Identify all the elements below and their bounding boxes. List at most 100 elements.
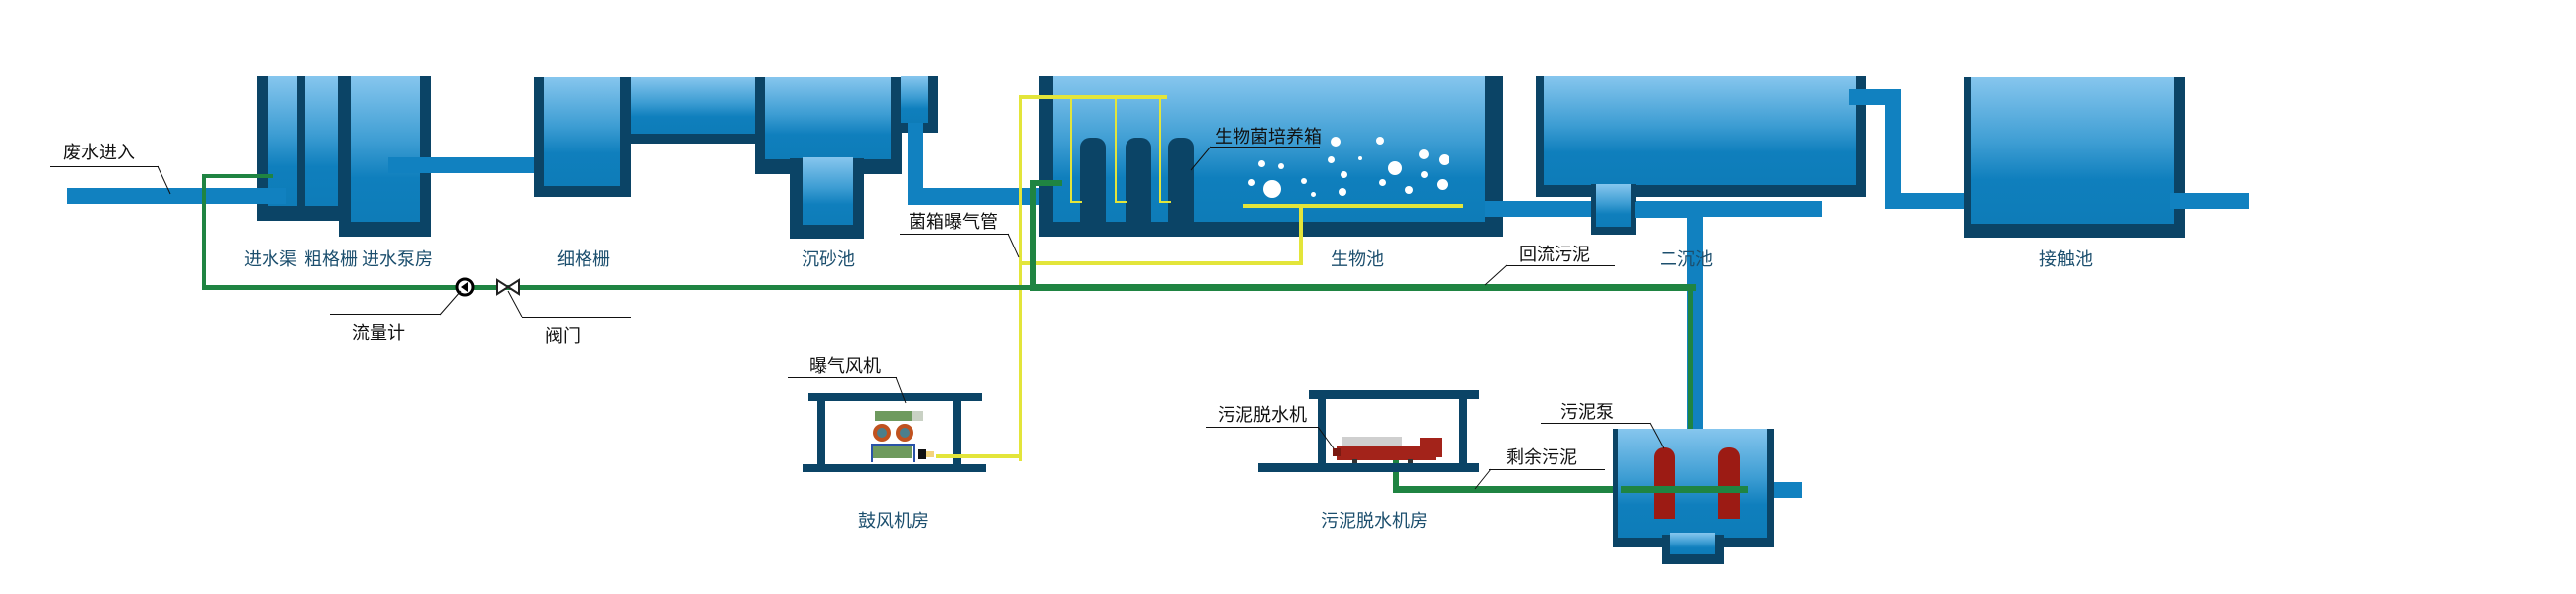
blower-room-pillar-right [953,399,961,466]
bubble [1419,149,1429,159]
excess-sludge-pipe-v [1393,460,1399,493]
callout-dewatering-machine: 污泥脱水机 [1218,405,1307,426]
leader-line [1190,146,1212,171]
grit-chamber-hopper-water [803,157,853,225]
fine-screen-water [544,77,620,186]
return-sludge-pipe-vertical [1030,180,1036,289]
label-dewatering-room: 污泥脱水机房 [1321,511,1428,532]
channel-connector-water [631,77,755,134]
leader-line [1649,422,1664,449]
bubble [1376,137,1384,145]
leader-line [900,234,1009,235]
sludge-pump-icon[interactable] [1654,447,1675,519]
clarifier-to-sump-pipe-bottom [1773,482,1802,498]
aeration-foot-2 [1115,201,1127,203]
callout-flow-meter: 流量计 [352,323,405,344]
leader-line [507,290,523,318]
bubble [1311,192,1316,197]
bio-culture-box-3 [1168,138,1194,222]
sludge-sump-water [1618,429,1767,538]
leader-line [1206,427,1318,428]
bio-culture-box-2 [1126,138,1151,222]
aeration-drop-3 [1159,97,1161,202]
bubble [1437,179,1448,190]
diffuser-feed [1299,206,1303,265]
leader-line [895,376,907,404]
bubble [1301,178,1307,184]
return-sludge-pipe-down [1688,284,1693,492]
bubble [1388,161,1402,175]
return-sludge-pipe-inlet [1032,180,1062,186]
clarifier-to-contact-pipe-h2 [1885,193,1985,209]
label-grit-chamber: 沉砂池 [802,249,855,270]
label-coarse-screen: 粗格栅 [304,249,358,270]
blower-room-floor [803,464,986,472]
grit-chamber-water [765,77,891,159]
bubble [1339,188,1346,196]
bubble [1421,171,1428,178]
label-secondary-clarifier: 二沉池 [1660,249,1713,270]
recirc-pipe-left [202,174,206,289]
outlet-pipe [2170,193,2249,209]
callout-return-sludge: 回流污泥 [1519,245,1590,265]
blower-room-roof [808,393,982,401]
label-fine-screen: 细格栅 [557,249,610,270]
sump-green-connector [1621,486,1748,493]
secondary-clarifier-cone-water [1596,184,1631,227]
label-inlet-channel: 进水渠 [244,249,297,270]
sludge-pump-icon[interactable] [1718,447,1740,519]
leader-line [1484,264,1508,286]
label-contact-tank: 接触池 [2039,249,2093,270]
bubble [1258,160,1265,167]
dewatering-machine-icon[interactable] [1333,433,1456,464]
aeration-drop-2 [1115,97,1117,202]
bubble [1278,163,1284,169]
callout-aeration-blower: 曝气风机 [809,356,881,377]
leader-line [788,377,897,378]
grit-overflow-water [901,76,928,123]
leader-line [1489,469,1605,470]
callout-bio-culture-box: 生物菌培养箱 [1215,127,1322,148]
inlet-pipe-entry [257,188,286,204]
callout-sludge-pump: 污泥泵 [1560,402,1614,423]
aeration-header [1020,95,1167,99]
inlet-pump-house-water [351,76,420,222]
aeration-foot-1 [1070,201,1082,203]
aeration-main-vertical [1019,95,1022,461]
coarse-screen-water [305,76,338,206]
pump-to-fine-screen-pipe [388,157,547,173]
dewatering-room-roof [1309,390,1479,399]
callout-valve: 阀门 [545,326,581,346]
callout-aeration-pipe: 菌箱曝气管 [909,212,998,233]
leader-line [1317,426,1335,449]
label-inlet-pump-house: 进水泵房 [362,249,433,270]
aeration-blower-icon[interactable] [867,406,941,463]
valve-icon[interactable] [495,278,521,296]
sludge-sump-cone-water [1670,533,1715,554]
bubble [1341,171,1347,178]
bubble [1358,156,1362,160]
secondary-clarifier-water [1544,76,1856,185]
clarifier-to-sump-pipe-h [1635,202,1697,218]
leader-line [1541,423,1650,424]
bubble [1379,179,1386,186]
contact-tank-water [1971,77,2174,224]
dewatering-room-pillar-right [1459,396,1467,465]
callout-wastewater-in: 废水进入 [63,143,135,163]
aeration-return-h [1020,261,1303,265]
inlet-pipe [67,188,290,204]
leader-line [1211,147,1320,148]
leader-line [1474,468,1492,490]
inlet-channel-water [268,76,297,206]
bubble [1405,186,1413,194]
bubble [1263,180,1281,198]
bubble [1331,137,1341,147]
aeration-drop-1 [1070,97,1072,202]
leader-line [1007,233,1020,258]
recirc-pipe-bottom [202,285,1034,290]
return-sludge-pipe-main [1030,284,1696,291]
leader-line [157,165,171,195]
label-blower-room: 鼓风机房 [858,511,929,532]
leader-line [1506,265,1615,266]
blower-room-pillar-left [817,399,825,466]
